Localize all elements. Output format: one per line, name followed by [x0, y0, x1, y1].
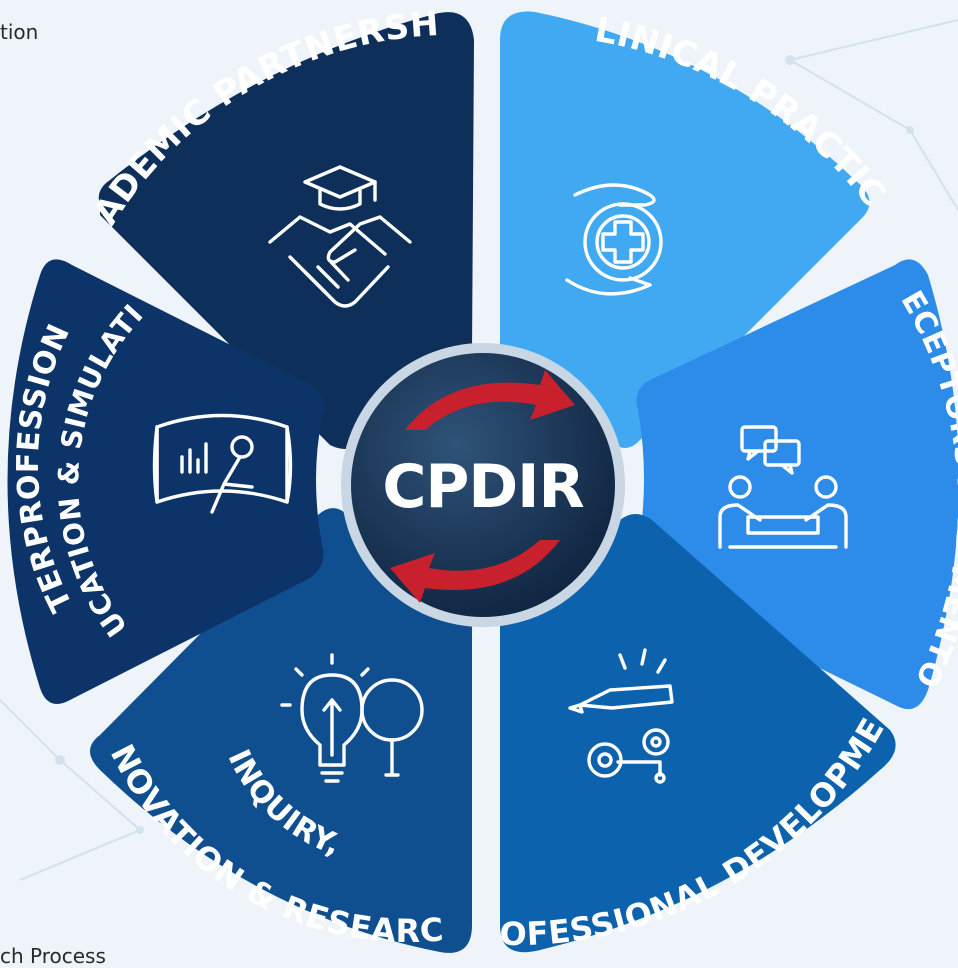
graduation-handshake-icon — [268, 165, 412, 308]
simulation-screen-icon — [152, 413, 293, 514]
segment-professional-development[interactable] — [500, 514, 896, 953]
segment-academic-partnerships[interactable] — [98, 12, 474, 450]
segment-clinical-practice[interactable] — [500, 11, 870, 449]
cycle-arrow-bottom — [390, 540, 560, 603]
pencil-gears-icon — [568, 648, 674, 784]
partial-text-top: tion — [0, 20, 39, 44]
lightbulb-magnifier-icon — [280, 653, 424, 783]
segment-interprofessional-education[interactable] — [7, 259, 325, 704]
cycle-arrow-top — [405, 370, 575, 430]
hub-label: CPDIR — [382, 452, 583, 522]
segment-inquiry-innovation-research[interactable] — [90, 508, 472, 953]
mentoring-conversation-icon — [718, 425, 848, 549]
care-hands-cross-icon — [565, 183, 663, 296]
